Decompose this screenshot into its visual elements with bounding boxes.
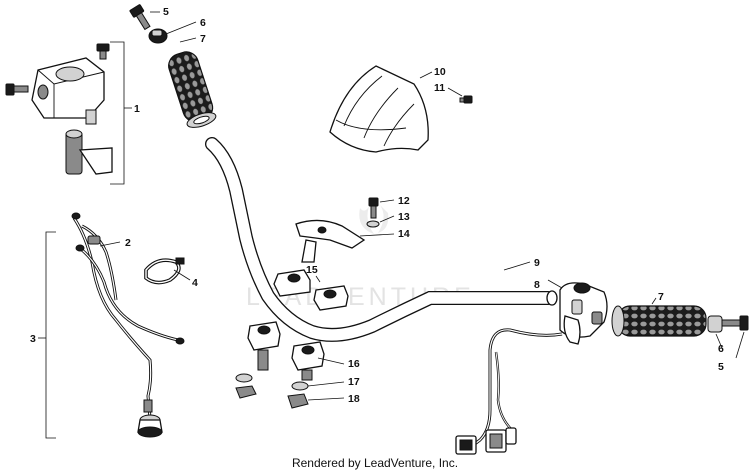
callout-12: 12 [398,195,410,207]
callout-14: 14 [398,228,410,240]
callout-7-right: 7 [658,291,664,303]
cables [38,212,185,439]
handlebar-pad [329,65,473,153]
callout-6-right: 6 [718,343,724,355]
callout-16: 16 [348,358,360,370]
callout-15: 15 [306,264,318,276]
footer-credit: Rendered by LeadVenture, Inc. [291,456,459,470]
callout-4: 4 [192,277,198,289]
callout-1: 1 [134,103,140,115]
left-grip-group [129,4,217,128]
switch-housing [455,282,608,455]
left-grip [168,51,217,128]
leader-lines [99,11,745,401]
callout-6-top: 6 [200,17,206,29]
callout-8: 8 [534,279,540,291]
callout-10: 10 [434,66,446,78]
handlebar [205,137,558,342]
callout-7-top: 7 [200,33,206,45]
clamp-upper [273,197,380,311]
callout-9: 9 [534,257,540,269]
callout-18: 18 [348,393,360,405]
right-grip-group [611,305,749,337]
callouts: 1 2 3 4 5 6 7 7 6 5 8 9 10 11 12 13 14 1… [30,6,724,405]
callout-13: 13 [398,211,410,223]
callout-5-top: 5 [163,6,169,18]
callout-5-right: 5 [718,361,724,373]
callout-11: 11 [434,82,445,94]
throttle-assembly [5,41,132,185]
clamp-lower [235,321,325,409]
callout-3: 3 [30,333,36,345]
callout-2: 2 [125,237,131,249]
callout-17: 17 [348,376,360,388]
